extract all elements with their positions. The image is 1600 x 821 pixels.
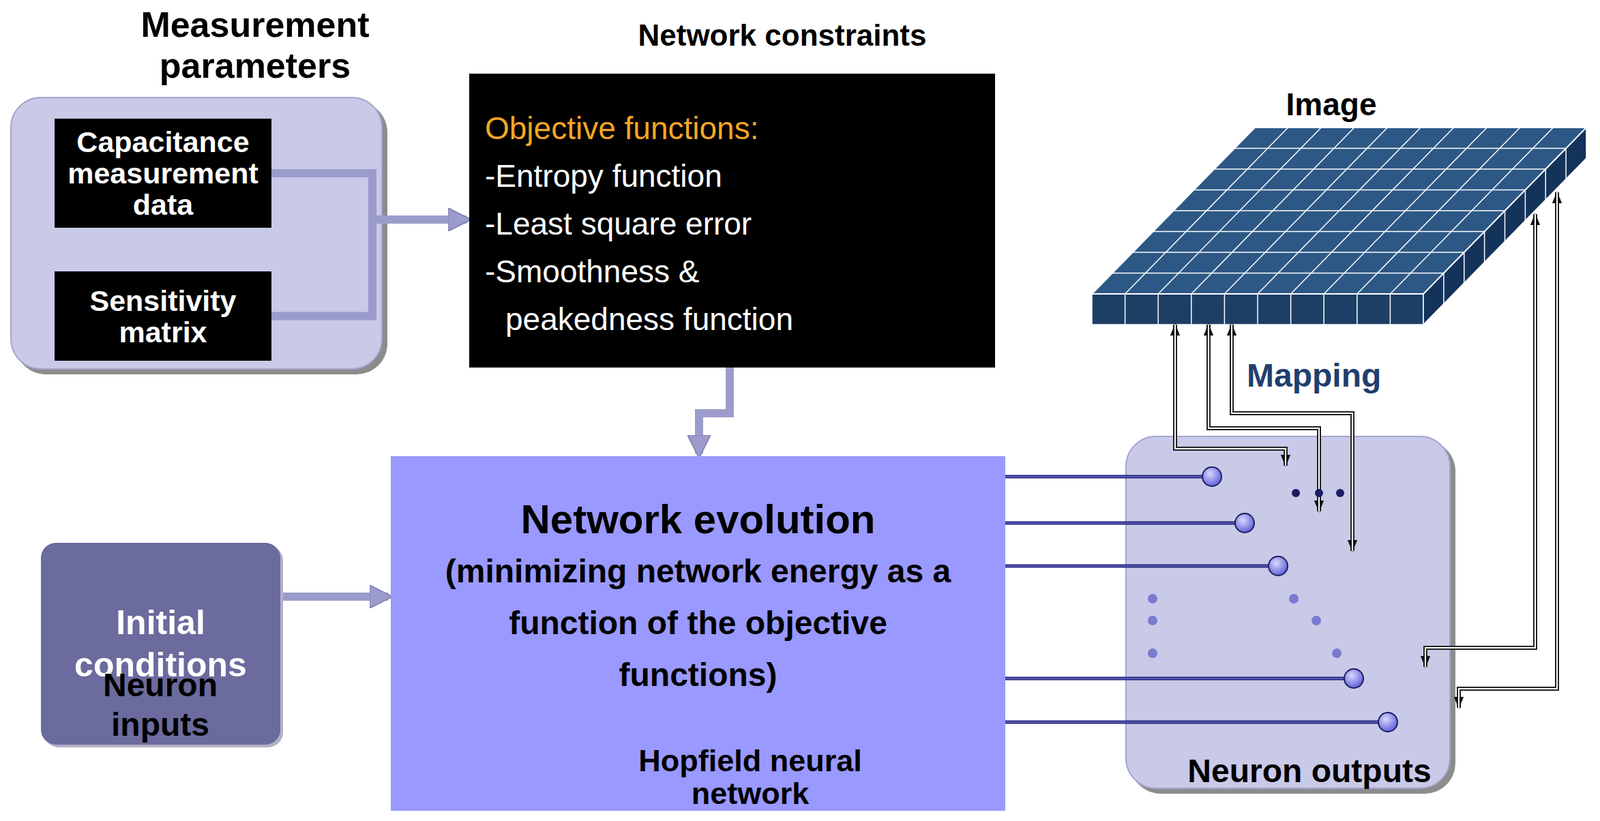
data-box: Capacitance measurement data bbox=[54, 118, 272, 228]
box-caption: Neuron inputs bbox=[71, 665, 249, 745]
image-grid bbox=[1091, 127, 1587, 325]
grid-line bbox=[1112, 272, 1444, 275]
objective-item: -Least square error bbox=[484, 199, 982, 248]
objective-item: -Smoothness & peakedness function bbox=[484, 247, 847, 344]
grid-line bbox=[1153, 231, 1485, 233]
output-line bbox=[1005, 523, 1236, 524]
grid-line bbox=[1124, 293, 1127, 325]
grid-line bbox=[1356, 293, 1358, 325]
image-label: Image bbox=[1263, 85, 1400, 123]
grid-line bbox=[1524, 190, 1527, 221]
grid-line bbox=[1224, 293, 1226, 325]
grid-line bbox=[1193, 189, 1525, 191]
box-body: (minimizing network energy as a function… bbox=[432, 545, 965, 702]
grid-line bbox=[1565, 148, 1567, 180]
grid-line bbox=[1173, 210, 1506, 212]
box-caption: Hopfield neural network bbox=[606, 744, 894, 811]
network-box: Network evolution(minimizing network ene… bbox=[390, 456, 1006, 811]
grid-line bbox=[1256, 293, 1259, 325]
grid-line bbox=[1545, 169, 1547, 200]
grid-line bbox=[1323, 293, 1325, 325]
grid-line bbox=[1190, 293, 1193, 325]
output-line bbox=[1005, 722, 1379, 723]
grid-line bbox=[1290, 293, 1292, 325]
box-label: Capacitance measurement data bbox=[58, 126, 268, 221]
grid-line bbox=[1484, 231, 1486, 263]
input-box: Initial conditionsNeuron inputs bbox=[40, 542, 281, 745]
output-line bbox=[1005, 566, 1269, 567]
grid-line bbox=[1157, 293, 1159, 325]
grid-line bbox=[1389, 293, 1392, 325]
output-line bbox=[1005, 678, 1345, 680]
output-line bbox=[1005, 476, 1203, 478]
grid-line bbox=[1234, 147, 1566, 150]
mapping-arrow bbox=[1458, 192, 1558, 708]
panel-heading: Measurement parameters bbox=[111, 4, 399, 86]
box-title: Network evolution bbox=[520, 493, 876, 546]
grid-line bbox=[1463, 252, 1465, 284]
box-heading: Network constraints bbox=[543, 17, 1021, 54]
flow-arrow bbox=[280, 596, 389, 598]
objective-heading: Objective functions: bbox=[484, 104, 982, 153]
parameter-panel: Measurement parametersCapacitance measur… bbox=[10, 96, 383, 370]
grid-line bbox=[1132, 251, 1465, 254]
grid-line bbox=[1443, 273, 1445, 305]
grid-line bbox=[1213, 168, 1546, 170]
output-panel: Neuron outputs bbox=[1125, 435, 1451, 790]
constraints-box: Network constraintsObjective functions:-… bbox=[469, 73, 996, 368]
objective-item: -Entropy function bbox=[484, 152, 982, 200]
box-label: Sensitivity matrix bbox=[58, 285, 268, 348]
image-node: Image bbox=[1087, 80, 1593, 328]
grid-line bbox=[1504, 210, 1506, 242]
flow-arrow bbox=[699, 367, 730, 454]
panel-caption: Neuron outputs bbox=[1104, 752, 1515, 791]
data-box: Sensitivity matrix bbox=[54, 271, 272, 361]
edge-label: Mapping bbox=[1246, 356, 1382, 395]
